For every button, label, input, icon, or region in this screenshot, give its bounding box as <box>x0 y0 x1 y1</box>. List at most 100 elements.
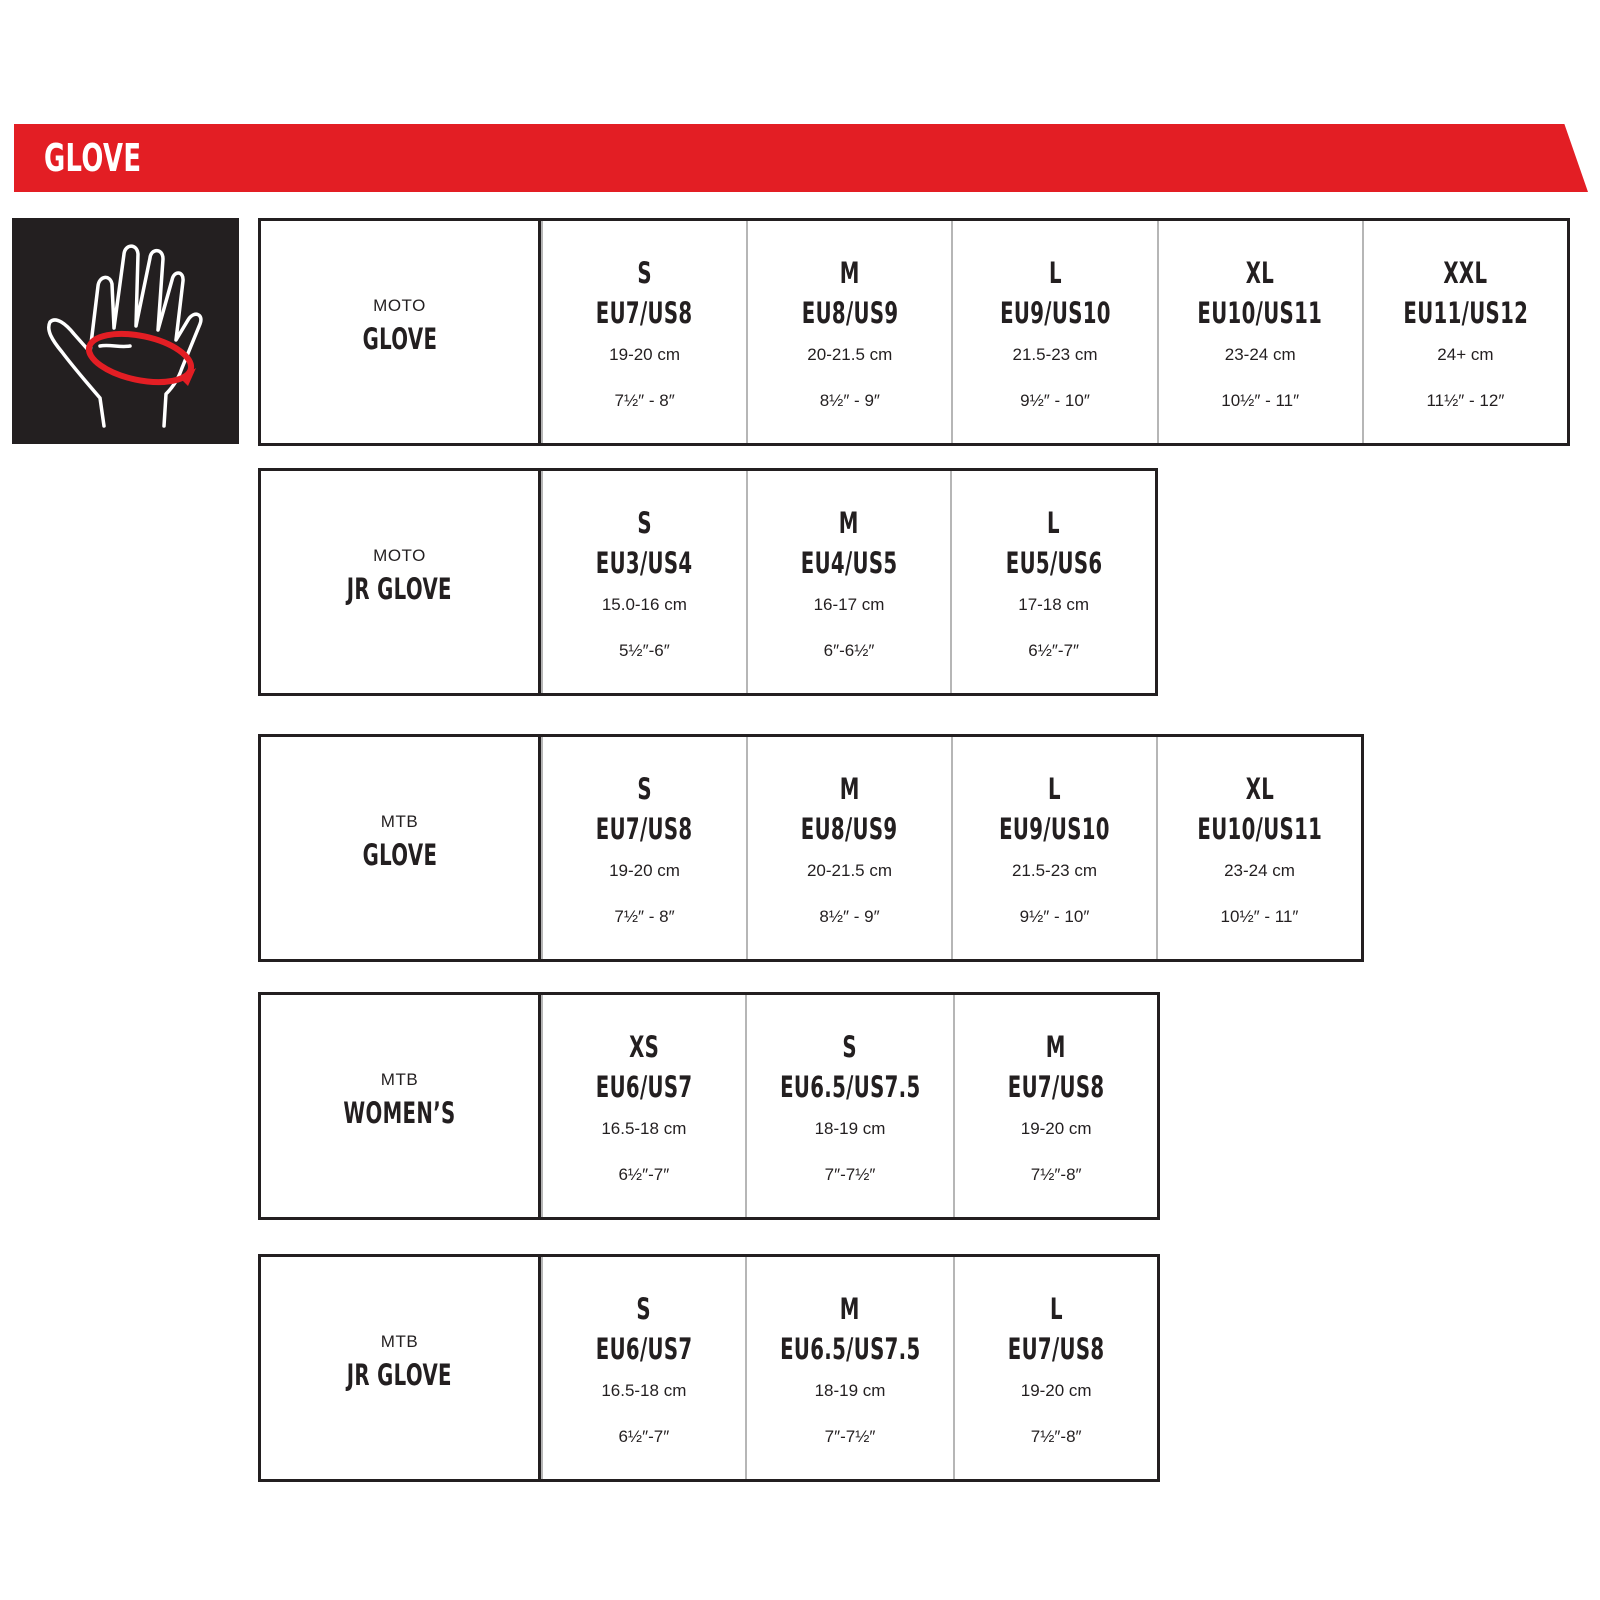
table-label-cell: MTB WOMEN’S <box>261 995 541 1217</box>
cm-measurement: 16.5-18 cm <box>601 1119 687 1138</box>
size-column-l: L EU7/US8 19-20 cm 7½″-8″ <box>953 1257 1157 1479</box>
hand-icon <box>47 244 203 428</box>
hand-measure-icon <box>12 218 239 444</box>
size-table-moto-jr-glove: MOTO JR GLOVE S EU3/US4 15.0-16 cm 5½″-6… <box>258 468 1158 696</box>
table-label-cell: MOTO GLOVE <box>261 221 541 443</box>
cm-measurement: 18-19 cm <box>814 1381 886 1400</box>
cm-measurement: 19-20 cm <box>609 345 681 364</box>
cm-measurement: 18-19 cm <box>814 1119 886 1138</box>
size-label: XS <box>628 1030 659 1064</box>
cm-measurement: 19-20 cm <box>1020 1119 1092 1138</box>
cm-measurement: 16-17 cm <box>813 595 885 614</box>
eu-us-size: EU5/US6 <box>1005 546 1103 580</box>
table-label-cell: MTB GLOVE <box>261 737 541 959</box>
size-column-s: S EU7/US8 19-20 cm 7½″ - 8″ <box>541 221 746 443</box>
table-label-cell: MOTO JR GLOVE <box>261 471 541 693</box>
size-table-moto-glove: MOTO GLOVE S EU7/US8 19-20 cm 7½″ - 8″ M… <box>258 218 1570 446</box>
table-label-cell: MTB JR GLOVE <box>261 1257 541 1479</box>
size-table-mtb-glove: MTB GLOVE S EU7/US8 19-20 cm 7½″ - 8″ M … <box>258 734 1364 962</box>
inch-measurement: 8½″ - 9″ <box>819 391 880 410</box>
inch-measurement: 7½″-8″ <box>1030 1165 1082 1184</box>
size-label: XL <box>1245 256 1275 290</box>
cm-measurement: 21.5-23 cm <box>1012 345 1098 364</box>
size-label: XXL <box>1443 256 1488 290</box>
size-label: S <box>842 1030 858 1064</box>
inch-measurement: 6½″-7″ <box>618 1427 670 1446</box>
size-label: M <box>1046 1030 1067 1064</box>
size-label: S <box>637 256 652 290</box>
eu-us-size: EU6/US7 <box>595 1070 693 1104</box>
product-label: JR GLOVE <box>346 572 453 606</box>
size-column-s: S EU3/US4 15.0-16 cm 5½″-6″ <box>541 471 746 693</box>
size-label: L <box>1048 772 1061 806</box>
eu-us-size: EU9/US10 <box>999 812 1110 846</box>
eu-us-size: EU6.5/US7.5 <box>779 1070 921 1104</box>
product-label: WOMEN’S <box>343 1096 456 1130</box>
eu-us-size: EU3/US4 <box>595 546 693 580</box>
cm-measurement: 17-18 cm <box>1018 595 1090 614</box>
inch-measurement: 7½″-8″ <box>1030 1427 1082 1446</box>
cm-measurement: 19-20 cm <box>609 861 680 880</box>
size-label: L <box>1049 1292 1063 1326</box>
inch-measurement: 10½″ - 11″ <box>1221 391 1300 410</box>
inch-measurement: 5½″-6″ <box>618 641 670 660</box>
product-label: JR GLOVE <box>346 1358 453 1392</box>
category-label: MTB <box>380 1332 419 1351</box>
inch-measurement: 10½″ - 11″ <box>1220 907 1299 926</box>
size-column-m: M EU7/US8 19-20 cm 7½″-8″ <box>953 995 1157 1217</box>
inch-measurement: 7½″ - 8″ <box>614 391 675 410</box>
inch-measurement: 6″-6½″ <box>823 641 875 660</box>
size-column-l: L EU9/US10 21.5-23 cm 9½″ - 10″ <box>951 221 1156 443</box>
size-table-mtb-womens: MTB WOMEN’S XS EU6/US7 16.5-18 cm 6½″-7″… <box>258 992 1160 1220</box>
size-label: S <box>637 772 652 806</box>
eu-us-size: EU7/US8 <box>1007 1070 1105 1104</box>
cm-measurement: 24+ cm <box>1437 345 1494 364</box>
cm-measurement: 15.0-16 cm <box>601 595 687 614</box>
eu-us-size: EU8/US9 <box>801 812 898 846</box>
size-column-xl: XL EU10/US11 23-24 cm 10½″ - 11″ <box>1156 737 1361 959</box>
inch-measurement: 6½″-7″ <box>1028 641 1080 660</box>
cm-measurement: 23-24 cm <box>1224 861 1295 880</box>
size-table-mtb-jr-glove: MTB JR GLOVE S EU6/US7 16.5-18 cm 6½″-7″… <box>258 1254 1160 1482</box>
size-column-m: M EU8/US9 20-21.5 cm 8½″ - 9″ <box>746 221 951 443</box>
cm-measurement: 16.5-18 cm <box>601 1381 687 1400</box>
inch-measurement: 7″-7½″ <box>824 1165 876 1184</box>
size-column-m: M EU8/US9 20-21.5 cm 8½″ - 9″ <box>746 737 951 959</box>
inch-measurement: 8½″ - 9″ <box>819 907 880 926</box>
product-label: GLOVE <box>362 838 437 872</box>
size-label: M <box>839 256 860 290</box>
size-label: L <box>1048 256 1062 290</box>
size-column-xxl: XXL EU11/US12 24+ cm 11½″ - 12″ <box>1361 221 1567 443</box>
size-label: M <box>839 772 860 806</box>
size-label: M <box>839 506 859 540</box>
eu-us-size: EU7/US8 <box>596 296 693 330</box>
category-label: MOTO <box>373 546 426 565</box>
cm-measurement: 20-21.5 cm <box>807 345 893 364</box>
cm-measurement: 21.5-23 cm <box>1011 861 1098 880</box>
inch-measurement: 11½″ - 12″ <box>1426 391 1505 410</box>
size-column-l: L EU9/US10 21.5-23 cm 9½″ - 10″ <box>951 737 1156 959</box>
eu-us-size: EU7/US8 <box>1007 1332 1105 1366</box>
eu-us-size: EU10/US11 <box>1197 812 1322 846</box>
size-column-s: S EU6/US7 16.5-18 cm 6½″-7″ <box>541 1257 745 1479</box>
category-label: MTB <box>380 1070 419 1089</box>
inch-measurement: 6½″-7″ <box>618 1165 670 1184</box>
eu-us-size: EU8/US9 <box>801 296 899 330</box>
size-column-xs: XS EU6/US7 16.5-18 cm 6½″-7″ <box>541 995 745 1217</box>
size-label: S <box>636 1292 652 1326</box>
eu-us-size: EU6/US7 <box>595 1332 693 1366</box>
eu-us-size: EU9/US10 <box>999 296 1111 330</box>
size-column-s: S EU6.5/US7.5 18-19 cm 7″-7½″ <box>744 995 954 1217</box>
size-label: M <box>840 1292 860 1326</box>
cm-measurement: 23-24 cm <box>1224 345 1296 364</box>
size-column-m: M EU6.5/US7.5 18-19 cm 7″-7½″ <box>744 1257 954 1479</box>
size-label: XL <box>1245 772 1274 806</box>
eu-us-size: EU11/US12 <box>1402 296 1528 330</box>
size-column-l: L EU5/US6 17-18 cm 6½″-7″ <box>950 471 1155 693</box>
inch-measurement: 9½″ - 10″ <box>1020 391 1090 410</box>
eu-us-size: EU7/US8 <box>596 812 693 846</box>
product-label: GLOVE <box>362 322 437 356</box>
inch-measurement: 7″-7½″ <box>824 1427 876 1446</box>
size-column-xl: XL EU10/US11 23-24 cm 10½″ - 11″ <box>1156 221 1362 443</box>
eu-us-size: EU6.5/US7.5 <box>779 1332 921 1366</box>
